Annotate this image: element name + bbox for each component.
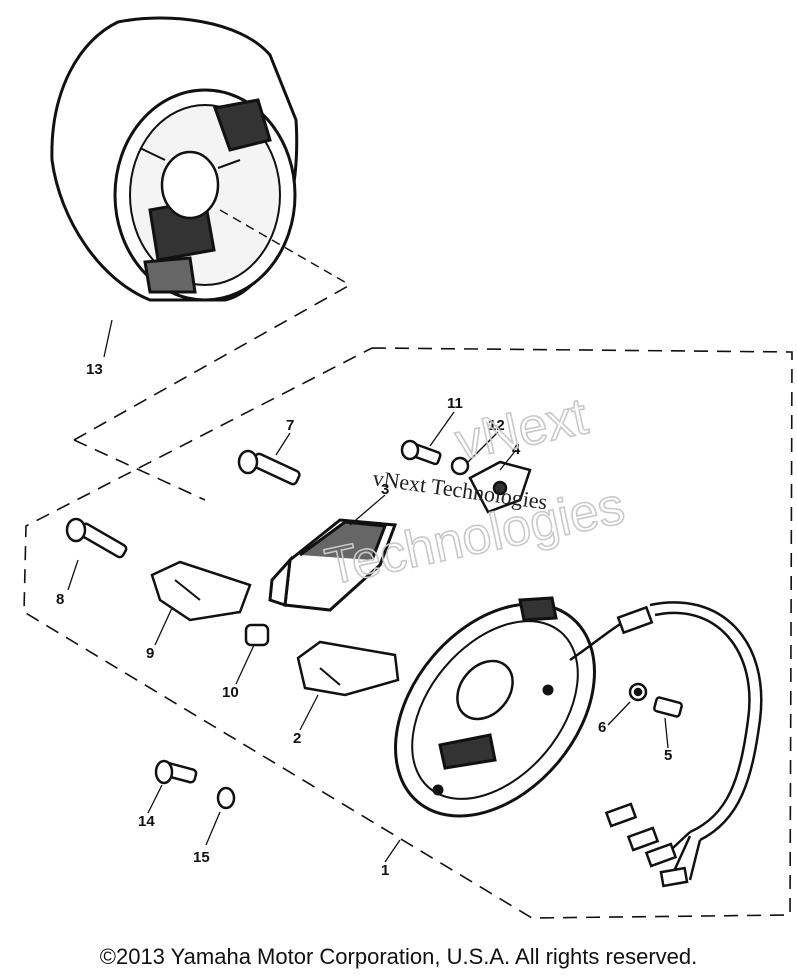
leader-lines <box>67 319 669 863</box>
part-label-4: 4 <box>512 441 521 458</box>
bracket-4 <box>468 460 532 514</box>
washer-6 <box>628 682 648 702</box>
part-label-3: 3 <box>381 481 389 498</box>
screw-5 <box>653 696 683 718</box>
part-label-9: 9 <box>146 645 154 662</box>
part-label-8: 8 <box>56 591 64 608</box>
part-label-15: 15 <box>193 849 210 866</box>
washer-15 <box>216 786 236 810</box>
copyright-notice: ©2013 Yamaha Motor Corporation, U.S.A. A… <box>99 944 698 969</box>
pickup-2 <box>296 640 400 697</box>
part-label-13: 13 <box>86 361 103 378</box>
screw-7 <box>237 449 301 486</box>
part-label-2: 2 <box>293 730 301 747</box>
part-label-5: 5 <box>664 747 672 764</box>
part-label-11: 11 <box>447 395 463 412</box>
watermark-outline-line1: vNext <box>450 387 593 471</box>
stator-plate <box>394 596 596 818</box>
part-label-14: 14 <box>138 813 155 830</box>
part-label-12: 12 <box>488 417 505 434</box>
part-label-10: 10 <box>222 684 239 701</box>
part-label-6: 6 <box>598 719 606 736</box>
washer-12 <box>450 456 470 476</box>
assembly-boundary <box>23 284 793 919</box>
screw-14 <box>154 759 198 785</box>
screw-8 <box>65 517 128 559</box>
part-label-1: 1 <box>381 862 389 879</box>
spacer-10 <box>244 623 270 647</box>
wiring-harness <box>569 601 763 888</box>
exploded-parts-diagram: 13 11 12 7 4 3 8 9 10 2 6 5 14 15 1 vNex… <box>23 16 793 919</box>
part-label-7: 7 <box>286 417 294 434</box>
flywheel-rotor <box>50 16 351 302</box>
pickup-9 <box>150 560 252 622</box>
screw-11 <box>400 439 442 466</box>
coil-3 <box>268 518 398 612</box>
